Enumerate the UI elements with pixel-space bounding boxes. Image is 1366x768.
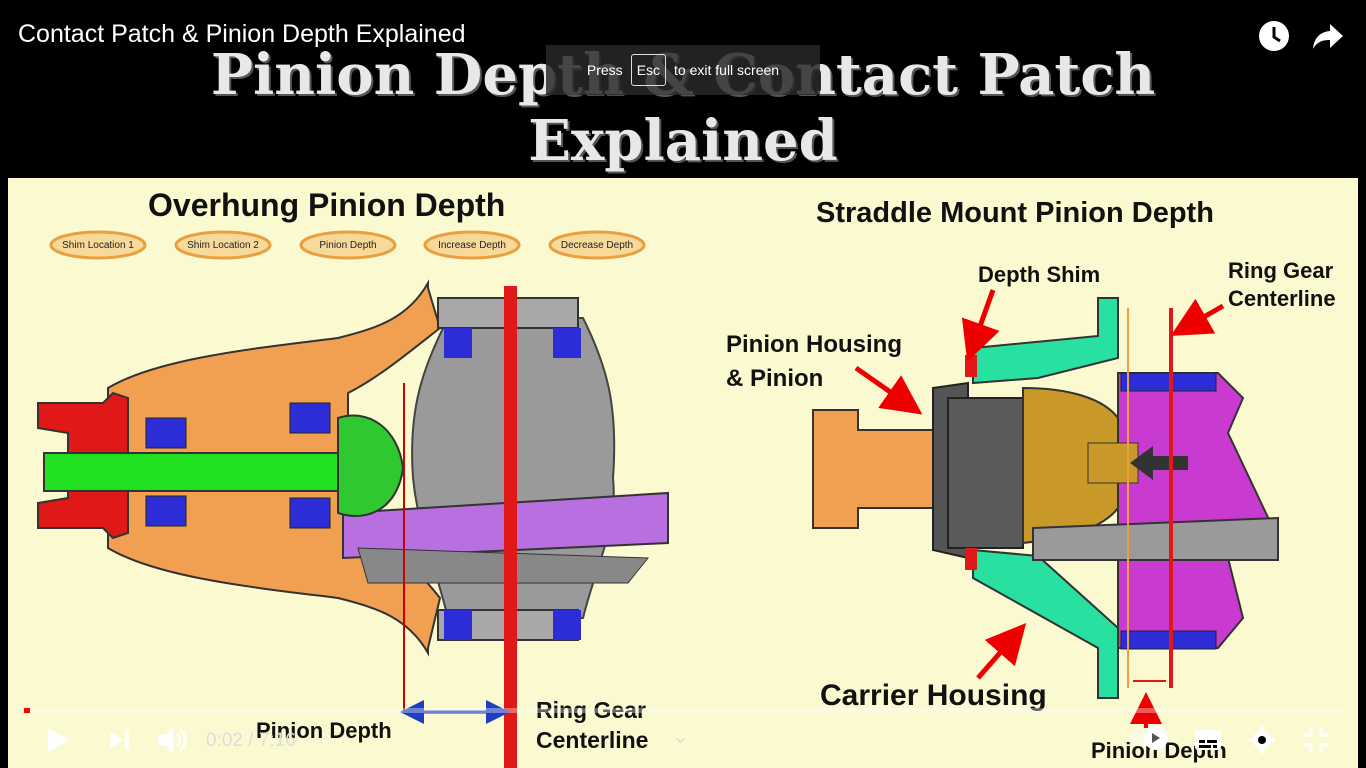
left-pinion-depth-label: Pinion Depth <box>256 718 392 743</box>
slide-title-line2: Explained <box>528 108 838 174</box>
button-label: Shim Location 2 <box>187 240 259 251</box>
overhung-assembly-drawing <box>37 279 669 657</box>
toast-rest-text: to exit full screen <box>674 62 780 78</box>
exit-fullscreen-icon[interactable] <box>1296 720 1336 760</box>
straddle-assembly-drawing <box>812 297 1279 699</box>
depth-shim-top <box>965 355 977 377</box>
esc-key: Esc <box>630 54 667 86</box>
video-title[interactable]: Contact Patch & Pinion Depth Explained <box>18 20 466 48</box>
player-controls: 0:02 / 7:16 ⌄ <box>0 716 1366 766</box>
ring-gear-label-1: Ring Gear <box>1228 258 1334 283</box>
shim-location-2-button[interactable]: Shim Location 2 <box>174 230 272 260</box>
decrease-depth-button[interactable]: Decrease Depth <box>548 230 646 260</box>
pinion-housing-arrow <box>854 365 923 415</box>
subtitles-icon[interactable] <box>1188 720 1228 760</box>
pinion-housing-label-2: & Pinion <box>726 365 823 392</box>
diagram-panel: Overhung Pinion Depth Shim Location 1 Sh… <box>8 178 1358 768</box>
shim-location-1-button[interactable]: Shim Location 1 <box>49 230 147 260</box>
diagram-svg: Overhung Pinion Depth Shim Location 1 Sh… <box>37 187 1336 768</box>
ring-gear-label-2: Centerline <box>1228 286 1336 311</box>
pinion-housing-label-1: Pinion Housing <box>726 331 902 358</box>
settings-icon[interactable] <box>1242 720 1282 760</box>
depth-shim-label: Depth Shim <box>978 262 1100 287</box>
button-label: Increase Depth <box>438 240 506 251</box>
time-display: 0:02 / 7:16 <box>206 730 296 751</box>
ring-gear-arrow <box>1170 298 1225 336</box>
button-label: Pinion Depth <box>319 240 376 251</box>
autoplay-toggle[interactable] <box>1128 726 1168 750</box>
autoplay-play-icon <box>1144 726 1168 750</box>
button-label: Shim Location 1 <box>62 240 134 251</box>
chevron-down-icon[interactable]: ⌄ <box>672 726 689 748</box>
depth-shim-arrow <box>961 289 1000 362</box>
button-label: Decrease Depth <box>561 240 633 251</box>
exit-fullscreen-toast: Press Esc to exit full screen <box>546 45 820 95</box>
watch-later-icon[interactable] <box>1254 16 1294 56</box>
next-icon[interactable] <box>100 720 140 760</box>
play-icon[interactable] <box>38 720 78 760</box>
volume-icon[interactable] <box>152 720 192 760</box>
increase-depth-button[interactable]: Increase Depth <box>423 230 521 260</box>
left-diagram-title: Overhung Pinion Depth <box>148 187 505 223</box>
toast-press-text: Press <box>586 62 623 78</box>
progress-bar[interactable] <box>24 708 1342 713</box>
carrier-housing-arrow <box>976 622 1027 680</box>
right-diagram-title: Straddle Mount Pinion Depth <box>816 197 1214 229</box>
left-ring-gear-label-2: Centerline <box>536 727 648 753</box>
carrier-housing-label: Carrier Housing <box>820 679 1047 712</box>
pinion-depth-button[interactable]: Pinion Depth <box>299 230 397 260</box>
ring-gear-centerline <box>504 286 517 768</box>
progress-fill <box>24 708 31 713</box>
left-ring-gear-label-1: Ring Gear <box>536 697 646 723</box>
depth-shim-bottom <box>965 548 977 570</box>
top-bar: Contact Patch & Pinion Depth Explained <box>0 0 1366 70</box>
share-icon[interactable] <box>1308 16 1348 56</box>
